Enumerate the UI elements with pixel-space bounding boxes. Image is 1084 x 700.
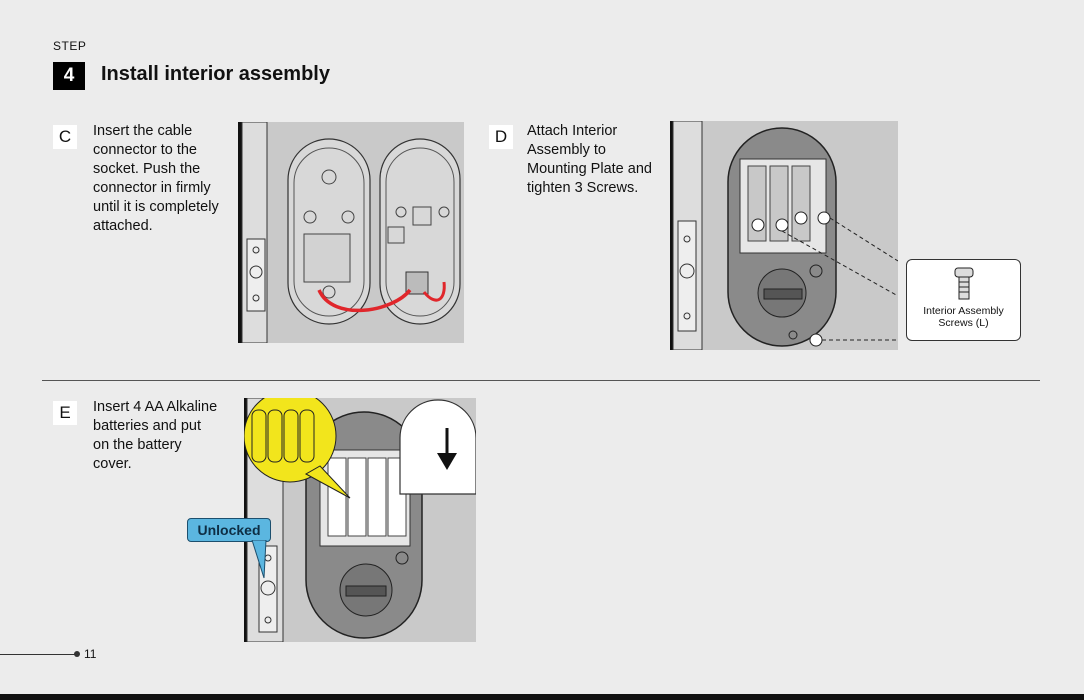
screws-callout: Interior Assembly Screws (L): [906, 259, 1021, 341]
interior-assembly-illustration: [670, 120, 899, 351]
instruction-line: Insert 4 AA Alkaline: [93, 399, 218, 415]
step-label: STEP: [53, 39, 87, 53]
callout-label: Interior Assembly: [923, 305, 1004, 317]
page-number: 11: [84, 647, 97, 661]
section-e-letter: E: [53, 401, 77, 425]
section-divider: [42, 380, 1040, 381]
battery-install-illustration: [243, 389, 477, 643]
instruction-line: cover.: [93, 456, 132, 472]
callout-label: Screws (L): [938, 317, 989, 329]
section-d-instructions: Attach Interior Assembly to Mounting Pla…: [527, 122, 652, 198]
instruction-line: tighten 3 Screws.: [527, 180, 639, 196]
instruction-line: connector in firmly: [93, 180, 211, 196]
section-c-instructions: Insert the cable connector to the socket…: [93, 122, 219, 236]
cable-connection-illustration: [238, 121, 464, 344]
instruction-line: Attach Interior: [527, 123, 618, 139]
step-number-badge: 4: [53, 62, 85, 90]
footer-rule: [0, 654, 77, 655]
screw-icon: [954, 267, 973, 300]
section-e-instructions: Insert 4 AA Alkaline batteries and put o…: [93, 398, 217, 474]
instruction-line: connector to the: [93, 142, 197, 158]
instruction-line: batteries and put: [93, 418, 202, 434]
instruction-line: Assembly to: [527, 142, 606, 158]
badge-pointer: [251, 540, 267, 579]
bottom-border: [0, 694, 1084, 700]
instruction-line: on the battery: [93, 437, 182, 453]
footer-dot: [74, 651, 80, 657]
instruction-line: Insert the cable: [93, 123, 193, 139]
instruction-line: attached.: [93, 218, 153, 234]
section-c-letter: C: [53, 125, 77, 149]
instruction-line: socket. Push the: [93, 161, 201, 177]
section-d-letter: D: [489, 125, 513, 149]
unlocked-badge: Unlocked: [187, 518, 271, 542]
instruction-line: until it is completely: [93, 199, 219, 215]
instruction-line: Mounting Plate and: [527, 161, 652, 177]
page-title: Install interior assembly: [101, 63, 330, 85]
